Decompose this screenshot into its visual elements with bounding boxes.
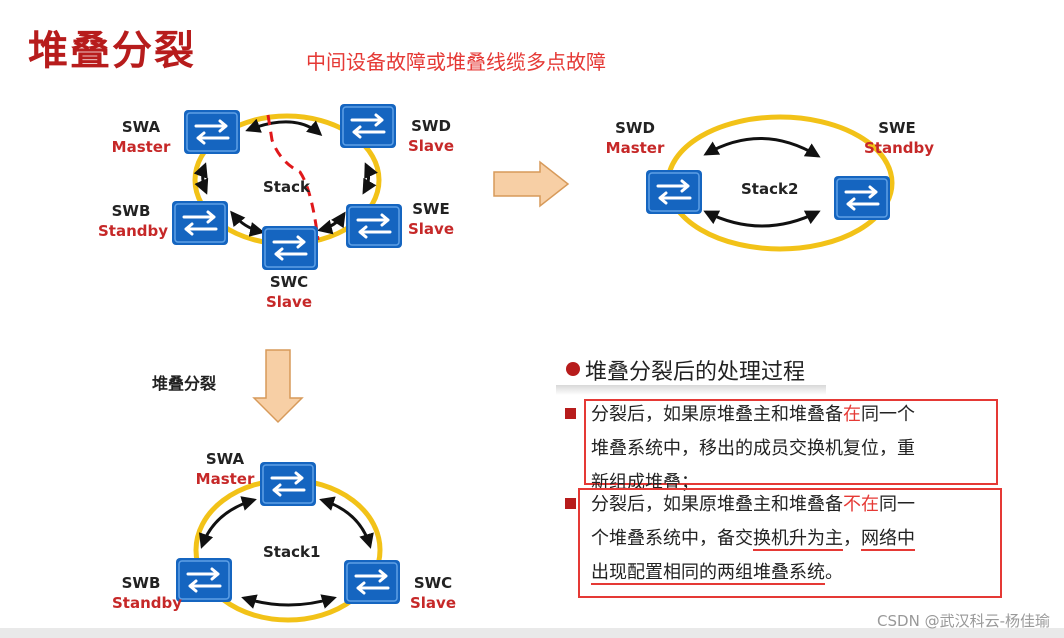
- process-item-1: 分裂后，如果原堆叠主和堆叠备在同一个 堆叠系统中，移出的成员交换机复位，重 新组…: [591, 398, 991, 500]
- item1-text-b: 同一个: [861, 404, 915, 425]
- link-arrow-swb-swc: [230, 210, 265, 237]
- stack-label-1: Stack: [263, 178, 310, 196]
- swc3-name: SWC: [413, 574, 453, 592]
- link-arrow-swd-swe-top: [703, 137, 821, 158]
- switch-swa: [182, 108, 242, 156]
- swd2-name: SWD: [615, 119, 655, 137]
- highlight-box-1: [584, 399, 998, 485]
- stack-label-3: Stack1: [263, 543, 321, 561]
- bullet-dot: [566, 362, 580, 376]
- switch-swc: [260, 224, 320, 272]
- swe-name: SWE: [412, 200, 450, 218]
- swe-role: Slave: [407, 220, 455, 238]
- item2-underline-1: 换机升为主: [753, 528, 843, 551]
- swb3-role: Standby: [111, 594, 183, 612]
- right-arrow: [493, 160, 570, 208]
- bottom-strip: [0, 628, 1064, 638]
- item2-text-c: 个堆叠系统中，备交: [591, 528, 753, 549]
- swc-role: Slave: [265, 293, 313, 311]
- swb-role: Standby: [97, 222, 169, 240]
- highlight-box-2: [578, 488, 1002, 598]
- link-arrow-swa-swd: [245, 118, 323, 136]
- item2-highlight: 不在: [843, 494, 879, 515]
- item1-line-2: 堆叠系统中，移出的成员交换机复位，重: [591, 438, 915, 459]
- item1-text-a: 分裂后，如果原堆叠主和堆叠备: [591, 404, 843, 425]
- item2-text-e: 。: [825, 562, 843, 583]
- swe2-role: Standby: [863, 139, 935, 157]
- swd-role: Slave: [407, 137, 455, 155]
- switch-swb: [170, 199, 230, 247]
- item2-underline-3: 出现配置相同的两组堆叠系统: [591, 562, 825, 585]
- process-title: 堆叠分裂后的处理过程: [585, 360, 806, 385]
- stack-label-2: Stack2: [741, 180, 799, 198]
- bullet-square-1: [565, 408, 576, 419]
- title-shadow: [556, 385, 826, 395]
- item2-text-b: 同一: [879, 494, 915, 515]
- link-arrow-swd-swe: [362, 162, 378, 195]
- item2-text-a: 分裂后，如果原堆叠主和堆叠备: [591, 494, 843, 515]
- link-arrow-swc-swe: [317, 211, 346, 235]
- link-arrow3-swb-swc: [241, 594, 337, 609]
- down-arrow: [252, 349, 304, 424]
- switch2-swe: [832, 174, 892, 222]
- switch2-swd: [644, 168, 704, 216]
- swc-name: SWC: [269, 273, 309, 291]
- subtitle: 中间设备故障或堆叠线缆多点故障: [306, 50, 606, 74]
- swa-role: Master: [111, 138, 171, 156]
- page-title: 堆叠分裂: [28, 28, 196, 74]
- link-arrow3-swa-swc: [319, 496, 374, 549]
- swa3-name: SWA: [205, 450, 245, 468]
- process-item-2: 分裂后，如果原堆叠主和堆叠备不在同一 个堆叠系统中，备交换机升为主，网络中 出现…: [591, 488, 991, 590]
- swb-name: SWB: [111, 202, 151, 220]
- swe2-name: SWE: [878, 119, 916, 137]
- link-arrow-swa-swb: [193, 162, 209, 195]
- swc3-role: Slave: [409, 594, 457, 612]
- link-arrow3-swa-swb: [198, 496, 257, 549]
- item1-line-3: 新组成堆叠；: [591, 472, 699, 493]
- item2-text-d: ，: [843, 528, 861, 549]
- break-line: [266, 114, 320, 241]
- swb3-name: SWB: [121, 574, 161, 592]
- swa-name: SWA: [121, 118, 161, 136]
- swd2-role: Master: [605, 139, 665, 157]
- item1-highlight: 在: [843, 404, 861, 425]
- link-arrow-swd-swe-bottom: [703, 210, 821, 228]
- split-label: 堆叠分裂: [152, 374, 217, 393]
- watermark: CSDN @武汉科云-杨佳瑜: [877, 612, 1050, 630]
- swd-name: SWD: [411, 117, 451, 135]
- swa3-role: Master: [195, 470, 255, 488]
- bullet-square-2: [565, 498, 576, 509]
- item2-underline-2: 网络中: [861, 528, 915, 551]
